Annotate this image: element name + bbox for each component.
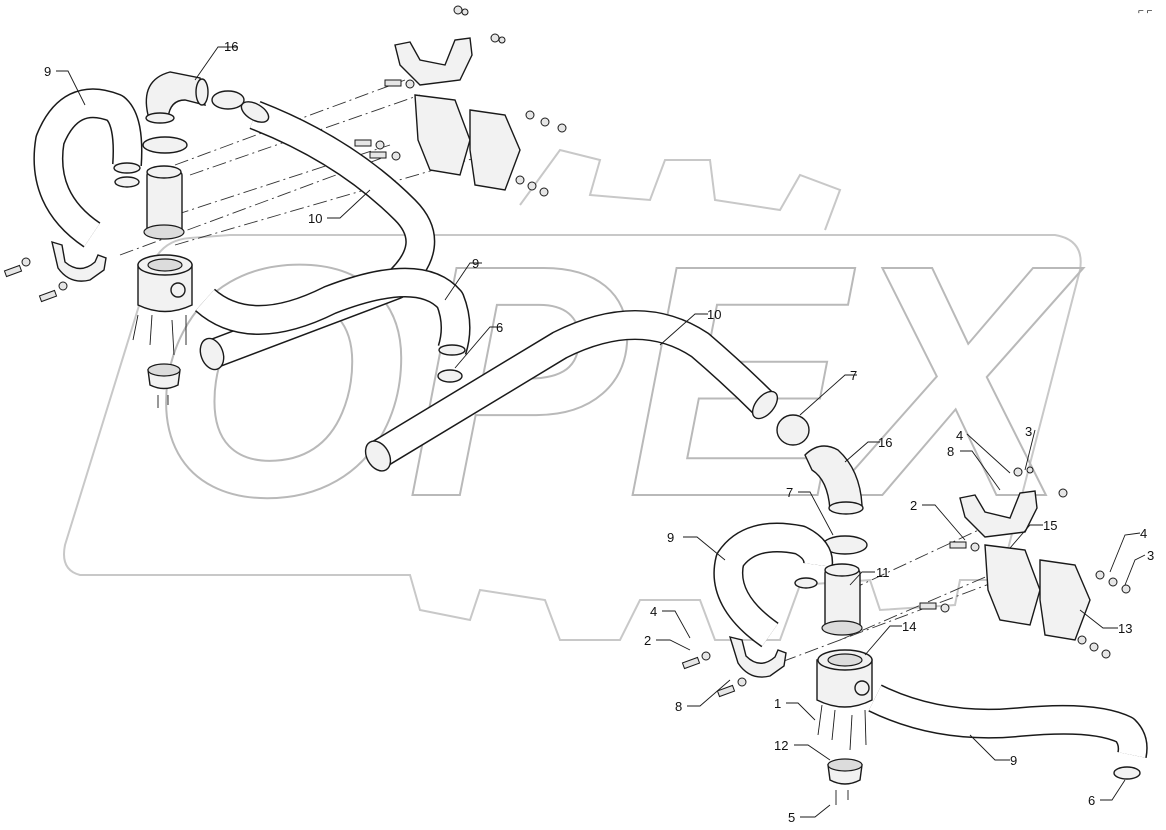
upper-clamps — [114, 90, 245, 188]
callout-1: 1 — [774, 696, 781, 711]
callout-9-upper-left: 9 — [44, 64, 51, 79]
callout-7-upper: 7 — [850, 368, 857, 383]
lower-cap-12 — [827, 758, 863, 785]
callout-9-upper-mid: 9 — [472, 256, 479, 271]
callout-2-left: 2 — [644, 633, 651, 648]
upper-hose-9 — [33, 88, 143, 248]
watermark-text: OPEX — [150, 196, 1084, 565]
callout-6-lower: 6 — [1088, 793, 1095, 808]
lower-brackets-13-15 — [919, 466, 1131, 659]
callout-4-top: 4 — [956, 428, 963, 443]
upper-bracket-8 — [3, 240, 107, 303]
upper-hose-10 — [199, 101, 436, 371]
lower-body-14 — [816, 649, 873, 708]
callout-labels: 16 9 10 9 6 10 7 16 4 3 8 2 15 4 3 7 9 1… — [44, 39, 1154, 825]
corner-mark: ⌐ ⌐ — [1138, 6, 1153, 17]
lower-nipple-11 — [821, 563, 863, 636]
callout-13: 13 — [1118, 621, 1132, 636]
callout-15: 15 — [1043, 518, 1057, 533]
middle-hose-10 — [364, 310, 779, 472]
callout-8-left: 8 — [675, 699, 682, 714]
upper-cap-12 — [147, 363, 181, 390]
callout-3-right: 3 — [1147, 548, 1154, 563]
callout-16-upper: 16 — [224, 39, 238, 54]
callout-7-lower: 7 — [786, 485, 793, 500]
upper-nipple-11 — [143, 165, 185, 240]
opex-watermark: OPEX — [63, 148, 1085, 641]
callout-11: 11 — [876, 565, 890, 580]
callout-5: 5 — [788, 810, 795, 825]
callout-4-left: 4 — [650, 604, 657, 619]
callout-10-middle: 10 — [707, 307, 721, 322]
callout-16-lower: 16 — [878, 435, 892, 450]
lower-hose-9 — [713, 522, 834, 648]
lower-elbow-16 — [804, 445, 864, 515]
callout-8-right: 8 — [947, 444, 954, 459]
upper-brackets-13-15 — [354, 5, 567, 197]
callout-14: 14 — [902, 619, 916, 634]
callout-6-upper: 6 — [496, 320, 503, 335]
callout-2-right: 2 — [910, 498, 917, 513]
lower-screws — [817, 704, 867, 805]
lower-clamp-7a — [776, 414, 810, 446]
callout-3-top: 3 — [1025, 424, 1032, 439]
callout-4-right: 4 — [1140, 526, 1147, 541]
callout-9-lower-left: 9 — [667, 530, 674, 545]
upper-elbow-16 — [145, 71, 209, 124]
lower-bracket-8 — [681, 636, 787, 698]
upper-body-14 — [137, 254, 193, 313]
callout-9-lower-right: 9 — [1010, 753, 1017, 768]
lower-hose-9b — [868, 684, 1148, 780]
callout-12: 12 — [774, 738, 788, 753]
middle-clamp-6 — [437, 369, 463, 383]
upper-screws — [132, 314, 187, 408]
upper-hose-9b — [195, 267, 471, 356]
leader-lines — [56, 46, 1146, 818]
callout-10-upper: 10 — [308, 211, 322, 226]
